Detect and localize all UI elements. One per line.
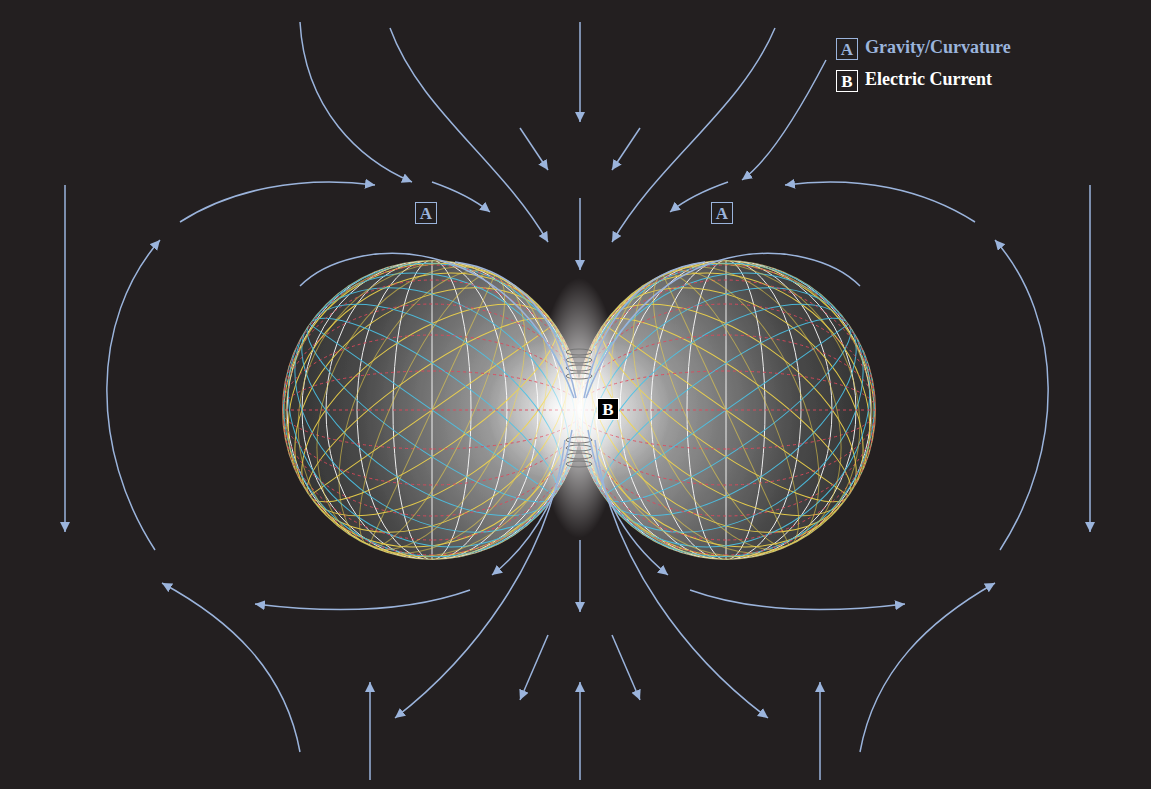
region-letter: B bbox=[602, 401, 613, 418]
region-letter: A bbox=[716, 205, 728, 222]
region-label: A bbox=[711, 202, 733, 224]
legend-text: Electric Current bbox=[865, 69, 992, 91]
sphere bbox=[223, 201, 641, 619]
current-coils bbox=[566, 349, 592, 467]
region-letter: B bbox=[841, 73, 852, 90]
legend-key: A bbox=[836, 38, 858, 60]
legend-key: B bbox=[836, 70, 858, 92]
region-label: A bbox=[415, 202, 437, 224]
legend-text: Gravity/Curvature bbox=[865, 37, 1011, 59]
region-letter: A bbox=[420, 205, 432, 222]
region-letter: A bbox=[841, 41, 853, 58]
region-label: B bbox=[597, 398, 619, 420]
field-lines bbox=[65, 22, 1090, 780]
